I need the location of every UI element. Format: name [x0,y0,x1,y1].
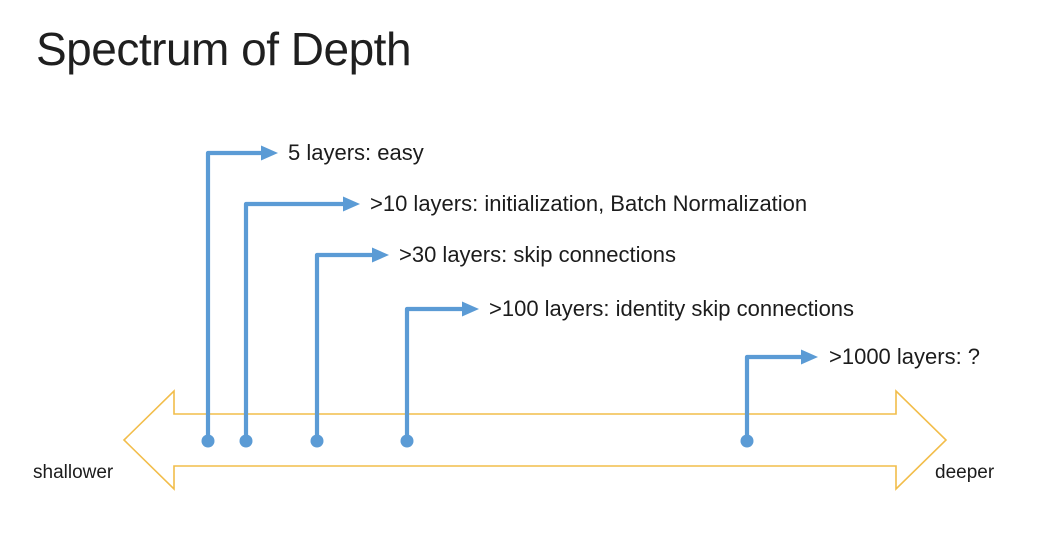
spectrum-label-deeper: deeper [935,462,995,483]
callout-label: >1000 layers: ? [829,344,981,369]
spectrum-dot [201,434,215,448]
callout-label: 5 layers: easy [288,140,424,165]
callout-label: >10 layers: initialization, Batch Normal… [370,191,808,216]
spectrum-double-arrow [122,389,948,491]
callout-label: >100 layers: identity skip connections [489,296,855,321]
callout-arrowhead [462,301,479,317]
callout-connector [205,150,264,441]
slide-title: Spectrum of Depth [36,23,412,75]
spectrum-dot [400,434,414,448]
spectrum-dot [310,434,324,448]
callout-connector [744,354,804,441]
spectrum-dot [239,434,253,448]
callout-label: >30 layers: skip connections [399,242,676,267]
spectrum-label-shallower: shallower [33,462,114,483]
callout-connector [243,201,346,441]
callout-arrowhead [343,196,360,212]
callout-connector [314,252,375,441]
callout-arrowhead [801,349,818,365]
callout-connector [404,306,465,441]
spectrum-dot [740,434,754,448]
callout-arrowhead [372,247,389,263]
callout-arrowhead [261,145,278,161]
